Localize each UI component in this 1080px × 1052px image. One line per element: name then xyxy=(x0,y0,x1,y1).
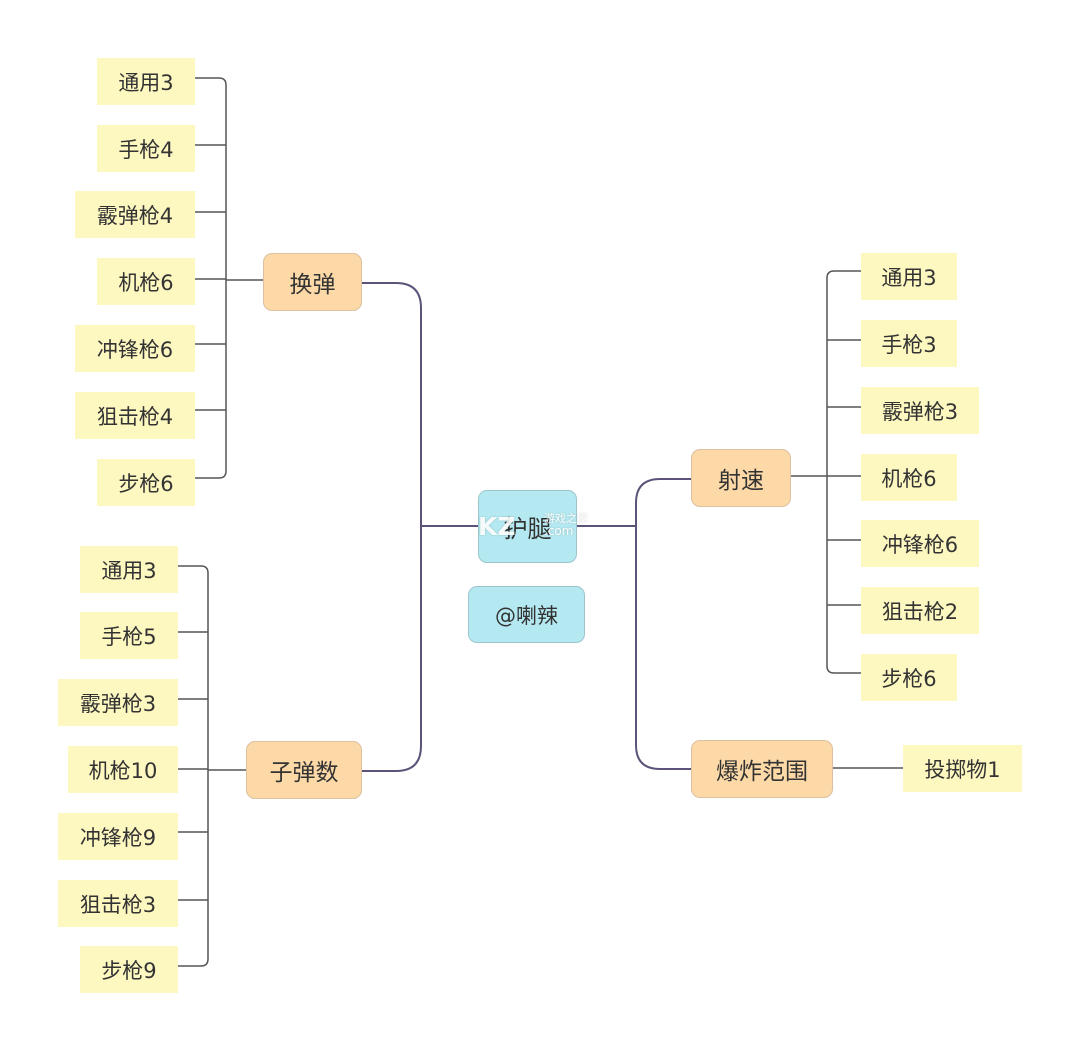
ammo-leaf[interactable]: 机枪10 xyxy=(68,746,178,793)
watermark-text: 游戏之家 xyxy=(544,512,588,525)
reload-leaf[interactable]: 通用3 xyxy=(97,58,195,105)
ammo-leaf[interactable]: 冲锋枪9 xyxy=(58,813,178,860)
watermark-domain: .com xyxy=(544,524,574,538)
fire-rate-leaf[interactable]: 手枪3 xyxy=(861,320,957,367)
leaf-label: 霰弹枪3 xyxy=(881,399,959,424)
leaf-label: 步枪6 xyxy=(881,666,937,691)
reload-leaf[interactable]: 冲锋枪6 xyxy=(75,325,195,372)
branch-fire-rate[interactable]: 射速 xyxy=(691,449,791,507)
leaf-label: 通用3 xyxy=(101,558,157,583)
central-topic[interactable]: 护腿 xyxy=(478,490,577,563)
branch-ammo[interactable]: 子弹数 xyxy=(246,741,362,799)
ammo-leaf[interactable]: 通用3 xyxy=(80,546,178,593)
author-tag[interactable]: @喇辣 xyxy=(468,586,585,643)
leaf-label: 机枪6 xyxy=(118,270,174,295)
reload-leaf[interactable]: 机枪6 xyxy=(97,258,195,305)
branch-reload-label: 换弹 xyxy=(289,272,336,298)
leaf-label: 冲锋枪9 xyxy=(79,825,157,850)
ammo-leaf[interactable]: 狙击枪3 xyxy=(58,880,178,927)
fire-rate-leaf[interactable]: 机枪6 xyxy=(861,454,957,501)
author-tag-label: @喇辣 xyxy=(495,603,558,628)
ammo-leaf[interactable]: 手枪5 xyxy=(80,612,178,659)
leaf-label: 冲锋枪6 xyxy=(96,337,174,362)
leaf-label: 手枪5 xyxy=(101,624,157,649)
leaf-label: 步枪6 xyxy=(118,471,174,496)
leaf-label: 霰弹枪4 xyxy=(96,203,174,228)
leaf-label: 狙击枪2 xyxy=(881,599,959,624)
leaf-label: 通用3 xyxy=(118,70,174,95)
branch-ammo-label: 子弹数 xyxy=(269,760,339,786)
reload-leaf[interactable]: 狙击枪4 xyxy=(75,392,195,439)
branch-fire-rate-label: 射速 xyxy=(718,468,764,494)
branch-reload[interactable]: 换弹 xyxy=(263,253,362,311)
leaf-label: 手枪4 xyxy=(118,137,174,162)
connector-reload-leaves xyxy=(195,77,263,479)
leaf-label: 机枪10 xyxy=(88,758,158,783)
fire-rate-leaf[interactable]: 步枪6 xyxy=(861,654,957,701)
watermark: KZ 游戏之家 .com xyxy=(474,512,604,542)
leaf-label: 霰弹枪3 xyxy=(79,691,157,716)
ammo-leaf[interactable]: 步枪9 xyxy=(80,946,178,993)
fire-rate-leaf[interactable]: 狙击枪2 xyxy=(861,587,979,634)
explosion-leaf[interactable]: 投掷物1 xyxy=(903,745,1022,792)
fire-rate-leaf[interactable]: 霰弹枪3 xyxy=(861,387,979,434)
fire-rate-leaf[interactable]: 通用3 xyxy=(861,253,957,300)
reload-leaf[interactable]: 步枪6 xyxy=(97,459,195,506)
ammo-leaf[interactable]: 霰弹枪3 xyxy=(58,679,178,726)
leaf-label: 投掷物1 xyxy=(924,757,1001,782)
connector-trunk-left xyxy=(395,282,422,772)
leaf-label: 步枪9 xyxy=(101,958,157,983)
connector-firerate-leaves xyxy=(791,270,861,674)
leaf-label: 通用3 xyxy=(881,265,937,290)
fire-rate-leaf[interactable]: 冲锋枪6 xyxy=(861,520,979,567)
leaf-label: 手枪3 xyxy=(881,332,937,357)
connector-trunk-right xyxy=(635,478,691,770)
connector-ammo-leaves xyxy=(178,565,246,967)
reload-leaf[interactable]: 霰弹枪4 xyxy=(75,191,195,238)
branch-explosion[interactable]: 爆炸范围 xyxy=(691,740,833,798)
watermark-logo: KZ xyxy=(478,512,516,541)
reload-leaf[interactable]: 手枪4 xyxy=(97,125,195,172)
central-topic-label: 护腿 xyxy=(503,515,552,543)
leaf-label: 机枪6 xyxy=(881,466,937,491)
leaf-label: 狙击枪3 xyxy=(79,892,157,917)
leaf-label: 狙击枪4 xyxy=(96,404,174,429)
branch-explosion-label: 爆炸范围 xyxy=(716,759,808,785)
leaf-label: 冲锋枪6 xyxy=(881,532,959,557)
